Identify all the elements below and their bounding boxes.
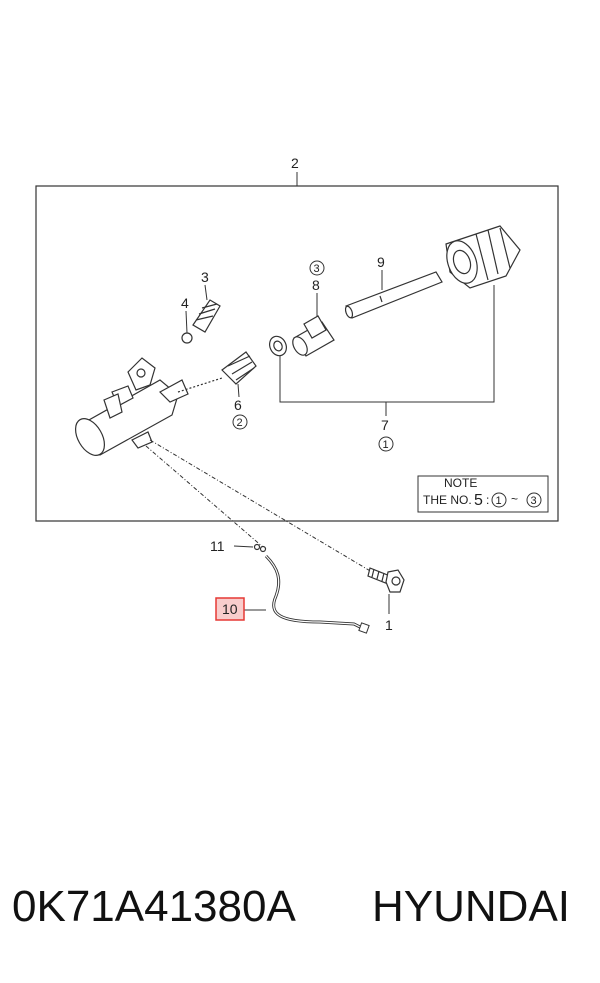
large-dust-boot [445, 225, 521, 289]
callout-line-4 [185, 310, 188, 334]
callout-line-3 [204, 284, 208, 301]
circled-7-sub [378, 436, 394, 452]
circled-8-sub [309, 260, 325, 276]
note-sep: : [486, 493, 489, 507]
note-number: 5 [474, 492, 483, 509]
pipe-end-fitting [358, 622, 370, 634]
note-title: NOTE [444, 476, 477, 490]
callout-2: 2 [291, 155, 299, 171]
circled-6-sub-label: 2 [237, 417, 243, 429]
note-circled-to [526, 492, 542, 508]
footer: 0K71A41380A HYUNDAI [12, 882, 592, 942]
callout-8: 8 [312, 277, 320, 293]
circled-8-sub-label: 3 [314, 263, 320, 275]
brand-name: HYUNDAI [372, 882, 571, 931]
bracket-7 [279, 285, 495, 403]
leader-to-union [145, 445, 265, 549]
part-number: 0K71A41380A [12, 882, 296, 931]
callout-11: 11 [210, 538, 225, 554]
callout-9: 9 [377, 254, 385, 270]
callout-6: 6 [234, 397, 242, 413]
callout-1: 1 [385, 617, 393, 633]
note-box [417, 475, 549, 513]
part-8-piston [292, 315, 335, 357]
note-from: 1 [496, 495, 502, 507]
circled-7-sub-label: 1 [383, 439, 389, 451]
part-6-boot [221, 351, 257, 385]
callout-3: 3 [201, 269, 209, 285]
note-prefix: THE NO. [423, 493, 472, 507]
note-to: 3 [531, 495, 537, 507]
part-10-pipe [264, 554, 367, 632]
circled-6-sub [232, 414, 248, 430]
callout-4: 4 [181, 295, 189, 311]
callout-line-6 [237, 383, 240, 398]
part-7-seal [269, 335, 287, 357]
part-3-bleeder [192, 299, 221, 333]
highlight-10 [215, 597, 245, 621]
callout-7: 7 [381, 417, 389, 433]
part-11-fitting [253, 543, 267, 553]
callout-10: 10 [222, 601, 238, 617]
part-9-pushrod [344, 271, 443, 319]
note-circled-from [491, 492, 507, 508]
note-tilde: ~ [511, 492, 518, 506]
leader-to-bolt [149, 439, 373, 573]
part-4-cap [181, 332, 193, 344]
cylinder-body [74, 357, 223, 456]
callout-line-11 [233, 545, 254, 548]
part-1-bolt [367, 567, 405, 593]
